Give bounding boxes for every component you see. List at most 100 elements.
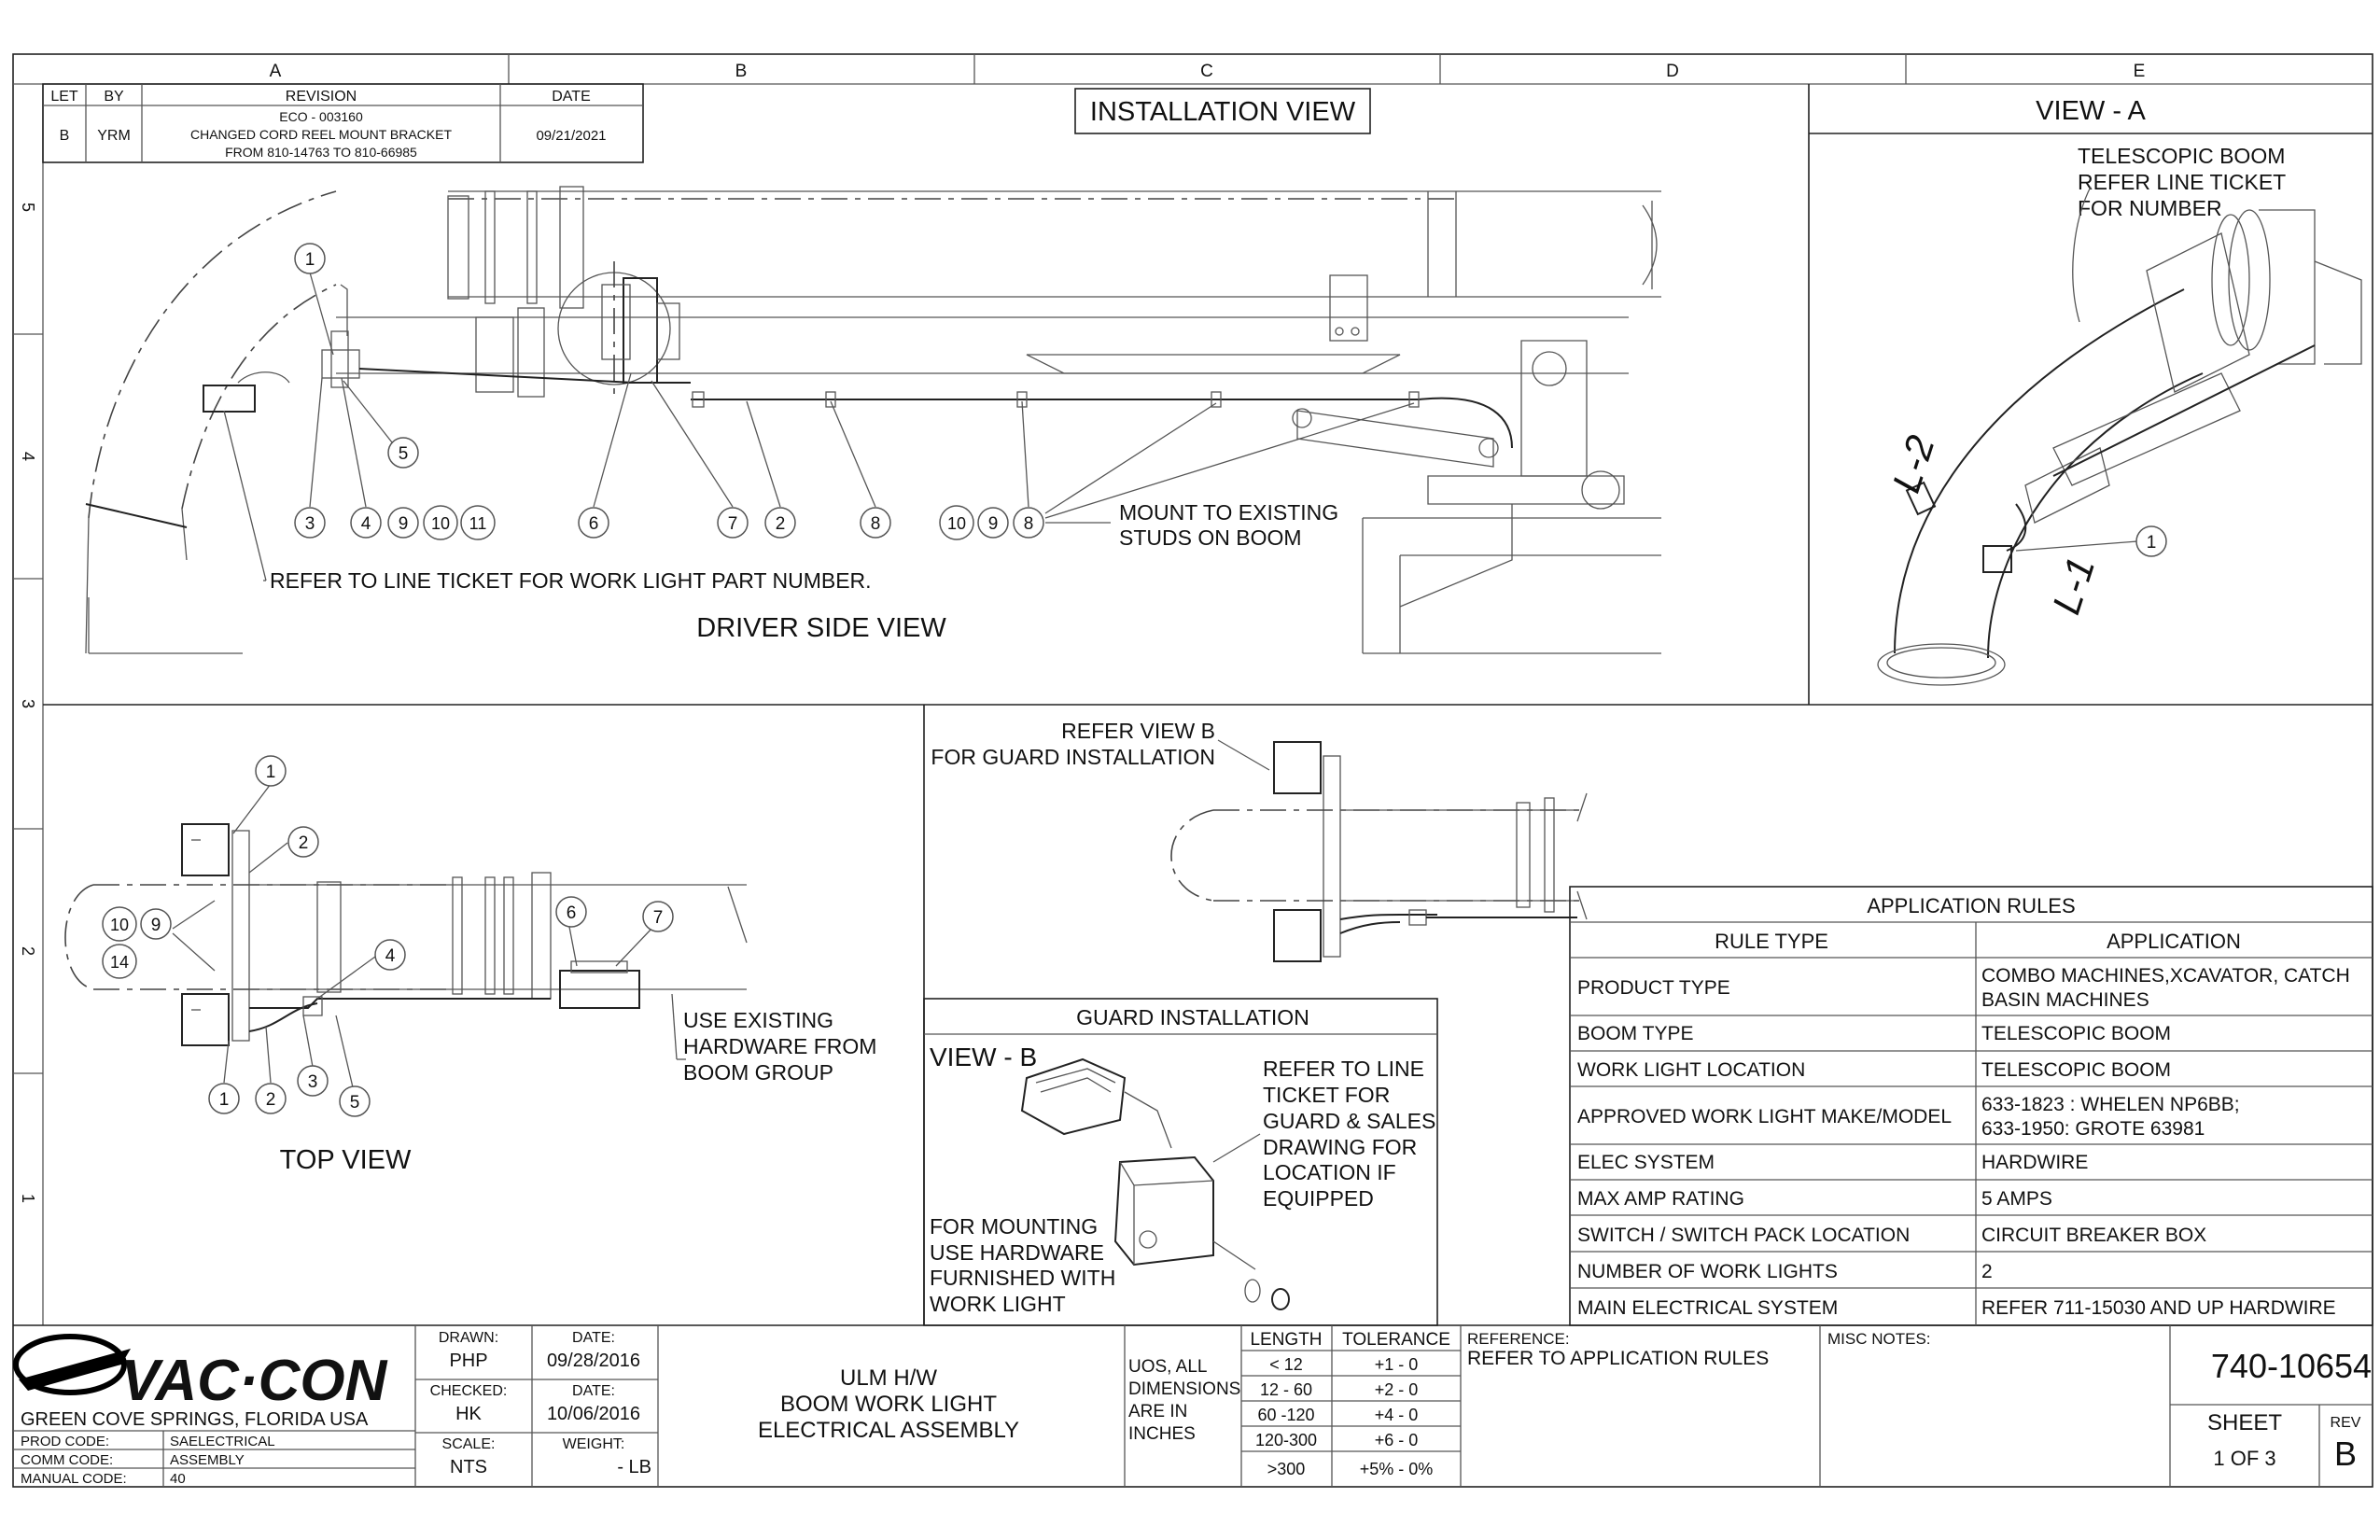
rule-type-cell: MAX AMP RATING: [1577, 1188, 1744, 1210]
installation-view: INSTALLATION VIEW: [85, 88, 1661, 654]
rule-app-cell: HARDWIRE: [1981, 1152, 2088, 1173]
zone-labels: A B C D E 5 4 3 2 1: [19, 62, 2145, 1203]
callout-bubbles: 1 5 3 4 9 10 11 6 7 2 8 10 9 8: [294, 243, 1044, 540]
guard-header: GUARD INSTALLATION: [1076, 1005, 1309, 1029]
work-light-note: REFER TO LINE TICKET FOR WORK LIGHT PART…: [270, 568, 872, 593]
rule-app-cell: CIRCUIT BREAKER BOX: [1981, 1225, 2206, 1246]
guard-mount-note-line: USE HARDWARE: [930, 1240, 1104, 1265]
zone-label-b: B: [735, 62, 748, 81]
callout-bubble-label: 9: [151, 916, 161, 935]
top-view-drawing: [64, 823, 748, 1046]
rev-header-let: LET: [50, 89, 78, 105]
sheet-label: SHEET: [2207, 1410, 2282, 1435]
driver-side-view-title: DRIVER SIDE VIEW: [696, 613, 946, 643]
tol-cell: +2 - 0: [1375, 1380, 1419, 1399]
tol-header: LENGTH: [1250, 1330, 1322, 1350]
guard-note-line: DRAWING FOR: [1263, 1135, 1417, 1159]
rule-app-cell: TELESCOPIC BOOM: [1981, 1023, 2171, 1044]
callout-bubble-label: 14: [110, 953, 129, 972]
callout-bubble-label: 7: [653, 908, 664, 928]
rev-text-line: FROM 810-14763 TO 810-66985: [225, 145, 417, 160]
callout-bubble-label: 1: [305, 250, 315, 270]
rule-type-cell: NUMBER OF WORK LIGHTS: [1577, 1261, 1838, 1282]
zone-label-a: A: [270, 62, 282, 81]
guard-note-line: GUARD & SALES: [1263, 1109, 1435, 1133]
drawing-title-line: ELECTRICAL ASSEMBLY: [758, 1418, 1019, 1443]
top-view: 1 2 10 9 14 4 6 7 1 2 3 5 USE EXISTING H…: [64, 755, 876, 1175]
rule-app-cell: BASIN MACHINES: [1981, 989, 2149, 1011]
callout-bubble-label: 1: [219, 1090, 230, 1110]
guard-note-line: LOCATION IF: [1263, 1160, 1396, 1184]
top-view-note-line: BOOM GROUP: [683, 1060, 833, 1085]
weight-value: - LB: [617, 1457, 651, 1477]
zone-label-d: D: [1666, 62, 1679, 81]
row-label-4: 4: [19, 452, 37, 461]
callout-bubble-label: 1: [266, 763, 276, 782]
uos-note-line: INCHES: [1128, 1424, 1196, 1444]
top-view-title: TOP VIEW: [280, 1145, 412, 1175]
callout-bubble-label: 6: [589, 514, 599, 534]
callout-bubble-label: 3: [308, 1072, 318, 1092]
callout-bubble-label: 3: [305, 514, 315, 534]
rev-by: YRM: [97, 128, 131, 144]
view-a-note-line: FOR NUMBER: [2078, 196, 2222, 220]
logo-wordmark: VAC·CON: [121, 1349, 388, 1413]
reference-label: REFERENCE:: [1467, 1330, 1570, 1348]
callout-bubble-label: 4: [361, 514, 371, 534]
checked-label: CHECKED:: [430, 1383, 508, 1399]
drawn-date-label: DATE:: [572, 1330, 615, 1346]
prod-code-value: SAELECTRICAL: [170, 1434, 275, 1449]
zone-label-e: E: [2134, 62, 2146, 81]
revision-table: LET BY REVISION DATE B YRM ECO - 003160 …: [42, 83, 644, 163]
comm-code-value: ASSEMBLY: [170, 1452, 245, 1468]
tol-cell: +6 - 0: [1375, 1431, 1419, 1449]
rule-app-cell: COMBO MACHINES,XCAVATOR, CATCH: [1981, 965, 2350, 987]
rules-col-rule-type: RULE TYPE: [1715, 930, 1828, 953]
tol-cell: +5% - 0%: [1360, 1460, 1434, 1478]
guard-mount-note-line: FOR MOUNTING: [930, 1214, 1098, 1239]
scale-value: NTS: [450, 1457, 487, 1477]
rev-date: 09/21/2021: [536, 128, 606, 144]
rev-value: B: [2334, 1435, 2357, 1473]
rule-type-cell: APPROVED WORK LIGHT MAKE/MODEL: [1577, 1106, 1952, 1127]
rev-let: B: [60, 128, 70, 144]
row-label-5: 5: [19, 203, 37, 212]
sheet-frame: [12, 53, 2373, 1488]
callout-bubble-label: 8: [871, 514, 881, 534]
tol-cell: 12 - 60: [1260, 1380, 1312, 1399]
zone-label-c: C: [1200, 62, 1213, 81]
rule-app-cell: 633-1823 : WHELEN NP6BB;: [1981, 1094, 2240, 1115]
checked-value: HK: [455, 1404, 482, 1424]
top-view-note-line: HARDWARE FROM: [683, 1034, 876, 1058]
callout-bubble-label: 11: [469, 514, 487, 533]
callout-bubble-label: 9: [988, 514, 999, 534]
callout-bubble-label: 8: [1024, 514, 1034, 534]
top-view-leaders: [172, 783, 686, 1088]
refer-b-note-line: REFER VIEW B: [1061, 719, 1215, 743]
row-label-1: 1: [19, 1194, 37, 1203]
tolerance-table: LENGTH TOLERANCE < 12 +1 - 0 12 - 60 +2 …: [1241, 1325, 1461, 1487]
label-l2: L-2: [1883, 430, 1942, 497]
rev-text-line: CHANGED CORD REEL MOUNT BRACKET: [190, 127, 452, 142]
callout-bubble-label: 2: [266, 1090, 276, 1110]
guard-note-line: TICKET FOR: [1263, 1083, 1390, 1107]
callout-leaders: [223, 272, 1415, 581]
rev-header-revision: REVISION: [286, 89, 357, 105]
application-rules-table: APPLICATION RULES RULE TYPE APPLICATION …: [1569, 886, 2373, 1326]
uos-note-line: UOS, ALL: [1128, 1357, 1208, 1377]
callout-bubble-label: 2: [776, 514, 786, 534]
rev-header-by: BY: [104, 89, 124, 105]
weight-label: WEIGHT:: [563, 1436, 625, 1452]
prod-code-label: PROD CODE:: [21, 1434, 109, 1449]
rule-type-cell: BOOM TYPE: [1577, 1023, 1693, 1044]
rule-type-cell: MAIN ELECTRICAL SYSTEM: [1577, 1297, 1838, 1319]
guard-mount-note-line: FURNISHED WITH: [930, 1266, 1115, 1290]
tol-cell: >300: [1267, 1460, 1306, 1478]
refer-view-b-drawing: REFER VIEW B FOR GUARD INSTALLATION: [931, 719, 1588, 962]
uos-note-line: DIMENSIONS: [1128, 1379, 1240, 1399]
callout-bubble-label: 2: [299, 833, 309, 853]
label-l1: L-1: [2044, 552, 2103, 619]
checked-date-value: 10/06/2016: [547, 1404, 640, 1424]
tol-cell: +1 - 0: [1375, 1355, 1419, 1374]
